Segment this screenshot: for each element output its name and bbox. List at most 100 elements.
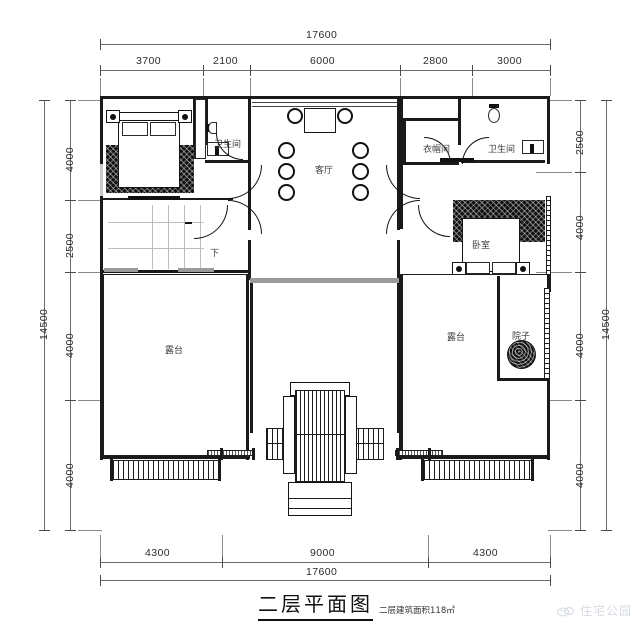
stair-landing-line bbox=[108, 222, 204, 223]
sink-basin-left bbox=[215, 146, 219, 155]
dim-tick bbox=[601, 100, 612, 101]
wall-terrace-left-bottom-a bbox=[100, 456, 168, 459]
dim-tick bbox=[222, 557, 223, 568]
title-block: 二层平面图 二层建筑面积118㎡ bbox=[258, 588, 455, 621]
tile-band-left bbox=[207, 450, 255, 456]
sink-basin-right bbox=[530, 144, 534, 153]
room-label-terrace-left: 露台 bbox=[165, 346, 184, 356]
chair-living-left-2 bbox=[278, 163, 295, 180]
dim-seg-left-line bbox=[70, 100, 71, 530]
lamp-icon-right-a bbox=[456, 266, 462, 272]
door-swing-bedroom-right[interactable] bbox=[418, 205, 450, 237]
dim-tick bbox=[39, 530, 50, 531]
wall-top-right bbox=[400, 96, 550, 99]
step-line-left bbox=[266, 443, 298, 445]
dim-tick bbox=[575, 272, 586, 273]
watermark: 住宅公园 bbox=[556, 602, 632, 619]
door-swing-corridor-a[interactable] bbox=[228, 165, 262, 199]
dim-seg-right-line bbox=[580, 100, 581, 530]
wall-cloak-top bbox=[403, 118, 461, 121]
stair-landing-line bbox=[108, 248, 204, 249]
wall-courtyard-left bbox=[497, 276, 500, 380]
porch-step-line-b bbox=[289, 508, 351, 510]
pillow-left-a bbox=[122, 122, 148, 136]
window-living-top-a bbox=[252, 102, 398, 104]
watermark-text: 住宅公园 bbox=[579, 604, 632, 618]
window-stair-a bbox=[104, 268, 138, 272]
room-label-bedroom-right: 卧室 bbox=[472, 241, 491, 251]
chair-living-left-1 bbox=[278, 142, 295, 159]
dim-bottom-seg-1: 4300 bbox=[145, 547, 170, 559]
wall-bath-right-bottom bbox=[461, 160, 545, 163]
grid-ext bbox=[250, 78, 251, 96]
wall-right-block-left bbox=[400, 99, 403, 229]
tile-band-right bbox=[395, 450, 443, 456]
grid-ext bbox=[536, 172, 572, 173]
dim-total-bottom-line bbox=[100, 580, 550, 581]
wall-terrace-left-inner bbox=[246, 274, 249, 460]
dim-top-seg-1: 3700 bbox=[136, 55, 161, 67]
terrace-left bbox=[103, 274, 248, 456]
wall-corridor-left-lower bbox=[248, 240, 251, 280]
dim-total-left-line bbox=[44, 100, 45, 530]
toilet-tank-right bbox=[489, 104, 499, 108]
balustrade-right bbox=[423, 460, 533, 480]
dim-tick bbox=[100, 575, 101, 586]
door-swing-right-vestibule-a[interactable] bbox=[386, 165, 420, 199]
dim-bottom-seg-3: 4300 bbox=[473, 547, 498, 559]
porch-post-right bbox=[345, 396, 357, 474]
grid-ext bbox=[536, 272, 572, 273]
pillow-right-b bbox=[492, 262, 516, 274]
chair-living-right-1 bbox=[352, 142, 369, 159]
dim-tick bbox=[472, 65, 473, 76]
dim-top-seg-3: 6000 bbox=[310, 55, 335, 67]
dim-seg-top-line bbox=[100, 70, 550, 71]
wall-living-bottom-window bbox=[250, 278, 400, 283]
dim-total-top-line bbox=[100, 44, 550, 45]
wall-living-right bbox=[397, 96, 400, 230]
dim-tick bbox=[428, 557, 429, 568]
dim-tick bbox=[575, 530, 586, 531]
closet-left bbox=[195, 99, 206, 159]
wall-skirt-left bbox=[220, 448, 223, 460]
lamp-icon-right-b bbox=[520, 266, 526, 272]
wall-courtyard-bottom bbox=[497, 378, 550, 381]
fence-courtyard-right bbox=[544, 288, 550, 380]
chair-living-right-3 bbox=[352, 184, 369, 201]
dim-tick bbox=[65, 530, 76, 531]
porch-deck bbox=[295, 390, 345, 482]
dim-tick bbox=[65, 200, 76, 201]
wall-center-left bbox=[250, 283, 253, 433]
grid-ext bbox=[100, 535, 101, 557]
wall-bath-left-t bbox=[207, 96, 210, 99]
grid-ext bbox=[548, 530, 572, 531]
door-swing-right-vestibule-b[interactable] bbox=[386, 200, 420, 234]
wall-terrace-left-bottom-b bbox=[168, 456, 250, 459]
dim-tick bbox=[550, 557, 551, 568]
lamp-icon-left-b bbox=[182, 114, 188, 120]
window-stair-b bbox=[178, 268, 214, 272]
wall-center-right bbox=[397, 283, 400, 433]
room-label-stair-down: 下 bbox=[210, 249, 220, 259]
room-label-bath-right: 卫生间 bbox=[488, 145, 516, 155]
wall-bedroom-right bbox=[193, 99, 196, 159]
wall-living-top bbox=[250, 96, 400, 99]
grid-ext bbox=[78, 100, 102, 101]
grid-ext bbox=[78, 272, 114, 273]
dim-total-bottom: 17600 bbox=[306, 566, 338, 578]
stair-tread bbox=[168, 205, 169, 269]
wall-corridor-left bbox=[248, 96, 251, 230]
wall-cloak-left bbox=[403, 118, 406, 164]
dim-top-seg-4: 2800 bbox=[423, 55, 448, 67]
dim-tick bbox=[550, 65, 551, 76]
wall-terrace-right-inner bbox=[399, 274, 402, 460]
dim-tick bbox=[65, 100, 76, 101]
door-swing-corridor-b[interactable] bbox=[228, 200, 262, 234]
room-label-cloakroom: 衣帽间 bbox=[423, 145, 451, 155]
dim-tick bbox=[601, 530, 612, 531]
dim-tick bbox=[550, 39, 551, 50]
dim-tick bbox=[400, 65, 401, 76]
dim-bottom-seg-2: 9000 bbox=[310, 547, 335, 559]
grid-ext bbox=[78, 200, 114, 201]
lamp-icon-left-a bbox=[110, 114, 116, 120]
